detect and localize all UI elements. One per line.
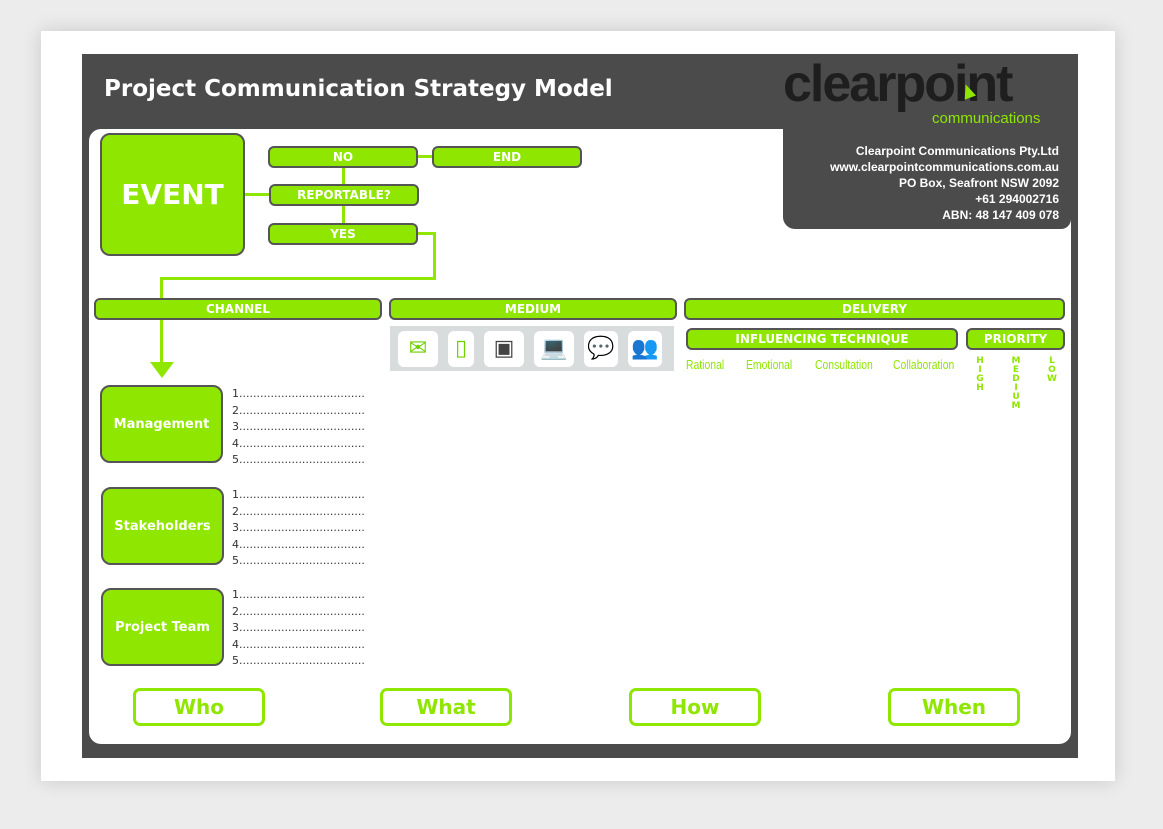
laptop-icon: 💻	[534, 330, 574, 367]
list-item: 2....................................	[232, 504, 365, 518]
management-list: 1.................................... 2..…	[232, 386, 365, 469]
footer-when: When	[888, 688, 1020, 726]
meeting-people-icon: 👥	[628, 330, 662, 367]
list-item: 4....................................	[232, 637, 365, 651]
priority-medium: MEDIUM	[1011, 356, 1021, 411]
end-box: END	[432, 146, 582, 168]
list-item: 5....................................	[232, 554, 365, 567]
list-item: 2....................................	[232, 604, 365, 618]
contact-box: Clearpoint Communications Pty.Ltd www.cl…	[783, 129, 1071, 229]
abn: ABN: 48 147 409 078	[942, 208, 1059, 222]
connector	[244, 193, 270, 196]
channel-header: CHANNEL	[94, 298, 382, 320]
connector	[160, 277, 436, 280]
technique-collaboration: Collaboration	[893, 357, 955, 372]
list-item: 2....................................	[232, 403, 365, 417]
channel-management: Management	[100, 385, 223, 463]
project-team-list: 1.................................... 2..…	[232, 587, 365, 670]
list-item: 1....................................	[232, 588, 365, 601]
channel-project-team: Project Team	[101, 588, 224, 666]
influencing-header: INFLUENCING TECHNIQUE	[686, 328, 958, 350]
connector	[416, 232, 436, 235]
page-title: Project Communication Strategy Model	[104, 76, 613, 102]
address: PO Box, Seafront NSW 2092	[898, 176, 1059, 190]
no-box: NO	[268, 146, 418, 168]
list-item: 4....................................	[232, 436, 365, 450]
connector	[433, 232, 436, 280]
medium-header: MEDIUM	[389, 298, 677, 320]
technique-consultation: Consultation	[815, 357, 873, 372]
connector	[418, 155, 432, 158]
arrow-down-icon	[150, 362, 174, 378]
connector	[160, 320, 163, 365]
priority-header: PRIORITY	[966, 328, 1065, 350]
technique-emotional: Emotional	[746, 357, 793, 372]
priority-low: LOW	[1047, 356, 1057, 384]
list-item: 4....................................	[232, 537, 365, 551]
logo: clearpoint	[783, 55, 1013, 113]
presentation-speaker-icon: 💬	[584, 330, 618, 367]
technique-rational: Rational	[686, 357, 725, 372]
company-name: Clearpoint Communications Pty.Ltd	[855, 144, 1059, 158]
event-box: EVENT	[100, 133, 245, 256]
connector	[342, 205, 345, 223]
delivery-header: DELIVERY	[684, 298, 1065, 320]
medium-icons: ✉ ▯ ▣ 💻 💬 👥	[390, 326, 674, 371]
footer-how: How	[629, 688, 761, 726]
id-card-icon: ▣	[484, 330, 524, 367]
website: www.clearpointcommunications.com.au	[830, 160, 1059, 174]
email-icon: ✉	[398, 330, 438, 367]
yes-box: YES	[268, 223, 418, 245]
mobile-phone-icon: ▯	[448, 330, 474, 367]
footer-who: Who	[133, 688, 265, 726]
list-item: 5....................................	[232, 453, 365, 466]
list-item: 3....................................	[232, 521, 365, 534]
list-item: 1....................................	[232, 387, 365, 400]
list-item: 3....................................	[232, 420, 365, 433]
priority-high: HIGH	[976, 356, 984, 393]
logo-subtitle: communications	[932, 110, 1041, 127]
connector	[342, 167, 345, 185]
reportable-box: REPORTABLE?	[269, 184, 419, 206]
list-item: 1....................................	[232, 488, 365, 501]
connector	[160, 277, 163, 299]
phone: +61 294002716	[975, 192, 1059, 206]
footer-what: What	[380, 688, 512, 726]
channel-stakeholders: Stakeholders	[101, 487, 224, 565]
content-panel	[89, 129, 1071, 744]
list-item: 5....................................	[232, 654, 365, 667]
list-item: 3....................................	[232, 621, 365, 634]
stakeholders-list: 1.................................... 2..…	[232, 487, 365, 570]
